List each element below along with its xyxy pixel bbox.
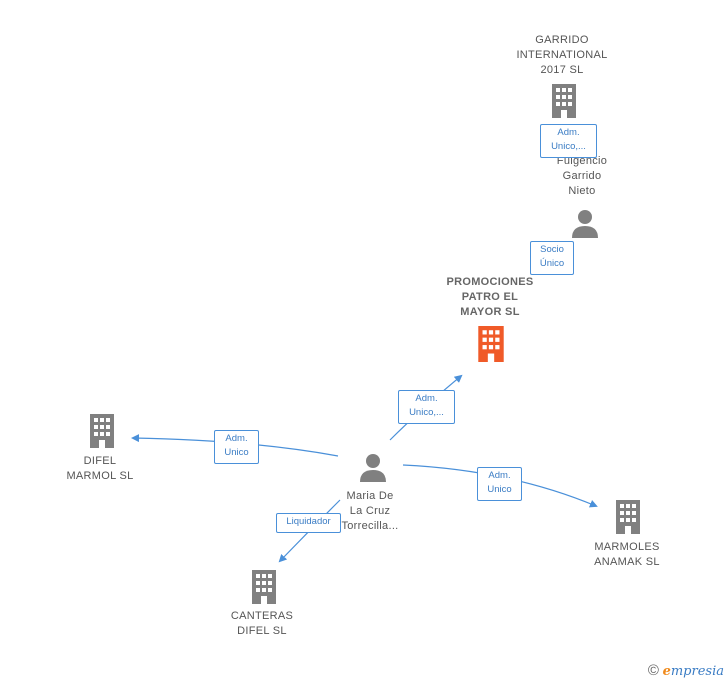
role-badge-adm-unico-difel[interactable]: Adm. Unico: [214, 430, 259, 464]
building-icon[interactable]: [88, 414, 116, 448]
building-icon[interactable]: [476, 326, 506, 362]
node-label-garrido-international: GARRIDO INTERNATIONAL 2017 SL: [516, 34, 608, 76]
role-badge-liquidador[interactable]: Liquidador: [276, 513, 341, 533]
role-badge-adm-unico-promociones[interactable]: Adm. Unico,...: [398, 390, 455, 424]
building-icon[interactable]: [614, 500, 642, 534]
role-badge-adm-unico-marmoles[interactable]: Adm. Unico: [477, 467, 522, 501]
brand-logo-text: mpresia: [670, 664, 724, 679]
building-icon[interactable]: [550, 84, 578, 118]
node-label-fulgencio: Fulgencio Garrido Nieto: [556, 155, 608, 197]
node-label-promociones: PROMOCIONES PATRO EL MAYOR SL: [446, 276, 534, 318]
node-label-marmoles-anamak: MARMOLES ANAMAK SL: [594, 541, 660, 568]
brand-watermark: © empresia: [648, 662, 724, 679]
person-icon[interactable]: [358, 452, 388, 482]
building-icon[interactable]: [250, 570, 278, 604]
brand-logo-e: e: [662, 664, 671, 679]
copyright-symbol: ©: [647, 662, 659, 679]
node-label-maria: Maria De La Cruz Torrecilla...: [341, 490, 399, 532]
node-label-canteras-difel: CANTERAS DIFEL SL: [230, 610, 294, 637]
role-badge-adm-unico[interactable]: Adm. Unico,...: [540, 124, 597, 158]
person-icon[interactable]: [570, 208, 600, 238]
role-badge-socio-unico[interactable]: Socio Único: [530, 241, 574, 275]
node-label-difel-marmol: DIFEL MARMOL SL: [66, 455, 134, 482]
